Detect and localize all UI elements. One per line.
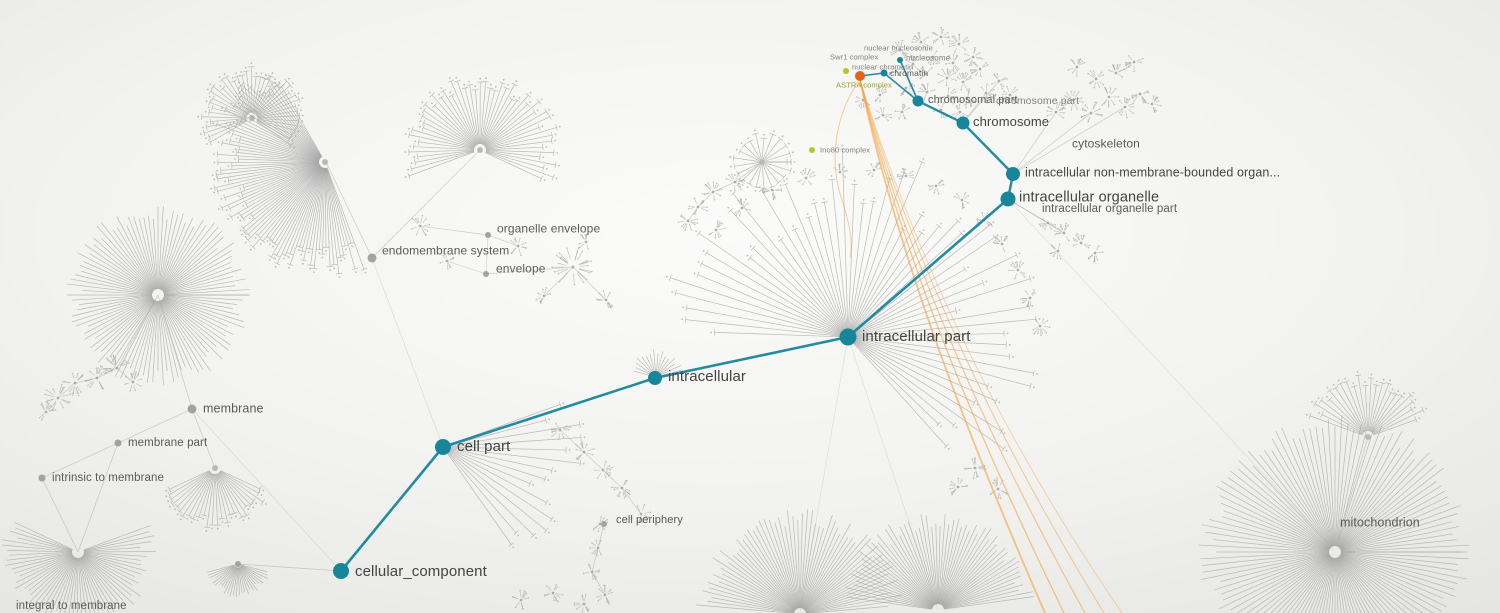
label-organelle-envelope[interactable]: organelle envelope — [497, 221, 601, 236]
label-membrane-part[interactable]: membrane part — [128, 436, 208, 449]
node-nucleosome_node[interactable] — [897, 57, 903, 63]
label-nucleosome[interactable]: nucleosome — [906, 53, 951, 63]
path-edge — [899, 59, 919, 102]
label-chromosomal-part[interactable]: chromosomal part — [928, 93, 1018, 106]
path-edge — [883, 72, 919, 102]
node-chromosomal_part[interactable] — [912, 95, 924, 107]
node-selected_term[interactable] — [855, 71, 865, 81]
label-nuclear-chromatin[interactable]: nuclear chromatin — [852, 62, 914, 72]
label-nuclear-nucleosome[interactable]: nuclear nucleosome — [864, 43, 933, 53]
fan-layer — [1, 62, 1470, 613]
label-envelope[interactable]: envelope — [496, 261, 546, 276]
minor-node[interactable] — [485, 232, 491, 238]
node-chromatin_node[interactable] — [880, 69, 888, 77]
minor-node[interactable] — [367, 253, 377, 263]
label-integral-to-membrane[interactable]: integral to membrane — [16, 599, 127, 612]
orange-association-edge — [859, 79, 1105, 613]
label-intracellular-organelle[interactable]: intracellular organelle — [1019, 189, 1160, 206]
label-cell-part[interactable]: cell part — [457, 438, 511, 456]
label-intrinsic-to-membrane[interactable]: intrinsic to membrane — [52, 471, 165, 484]
orange-association-edge — [859, 79, 1086, 613]
label-endomembrane-system[interactable]: endomembrane system — [382, 243, 510, 258]
label-cell-periphery[interactable]: cell periphery — [616, 513, 683, 526]
node-cellular_component[interactable] — [333, 563, 349, 579]
label-intracellular-organelle-part[interactable]: intracellular organelle part — [1042, 202, 1178, 215]
label-ino80-complex[interactable]: Ino80 complex — [820, 145, 871, 155]
path-edge — [442, 376, 656, 449]
minor-node[interactable] — [187, 404, 197, 414]
label-intracellular-part[interactable]: intracellular part — [862, 328, 971, 346]
orange-edge-layer — [834, 79, 1123, 613]
label-membrane[interactable]: membrane — [203, 401, 264, 416]
node-intracellular_part[interactable] — [839, 328, 857, 346]
complex-node[interactable] — [843, 68, 849, 74]
burst-layer — [38, 26, 1162, 613]
node-chromosome[interactable] — [956, 116, 970, 130]
minor-node[interactable] — [114, 439, 122, 447]
label-swr1-complex[interactable]: Swr1 complex — [830, 52, 879, 62]
minor-node[interactable] — [601, 521, 607, 527]
node-intracellular[interactable] — [648, 371, 662, 385]
path-edge — [962, 122, 1014, 175]
connector-layer — [41, 80, 1369, 613]
highlight-path-layer — [339, 59, 1015, 572]
label-non-membrane-organelle[interactable]: intracellular non-membrane-bounded organ… — [1025, 165, 1281, 180]
label-astra-complex[interactable]: ASTRA complex — [836, 80, 892, 90]
path-edge — [847, 198, 1009, 338]
minor-node[interactable] — [235, 561, 241, 567]
label-cytoskeleton[interactable]: cytoskeleton — [1072, 136, 1140, 151]
path-edge — [654, 335, 849, 380]
label-chromatin[interactable]: chromatin — [890, 67, 929, 78]
orange-association-edge — [834, 81, 859, 259]
orange-association-edge — [859, 79, 1065, 613]
node-intracellular_organelle[interactable] — [1000, 191, 1016, 207]
path-edge — [917, 100, 964, 124]
orange-association-edge — [859, 79, 1046, 613]
orange-association-edge — [859, 79, 1123, 613]
minor-node[interactable] — [38, 474, 46, 482]
path-edge — [339, 446, 445, 572]
label-chromosome[interactable]: chromosome — [973, 114, 1050, 130]
node-non_membrane_organelle[interactable] — [1006, 167, 1020, 181]
complex-node[interactable] — [809, 147, 815, 153]
label-chromosome-part[interactable]: chromosome part — [996, 94, 1080, 107]
minor-node[interactable] — [483, 271, 489, 277]
label-intracellular[interactable]: intracellular — [668, 368, 746, 386]
node-cell_part[interactable] — [435, 439, 451, 455]
node-layer — [38, 57, 1020, 579]
label-cellular-component[interactable]: cellular_component — [355, 563, 487, 581]
label-mitochondrion[interactable]: mitochondrion — [1340, 515, 1420, 530]
